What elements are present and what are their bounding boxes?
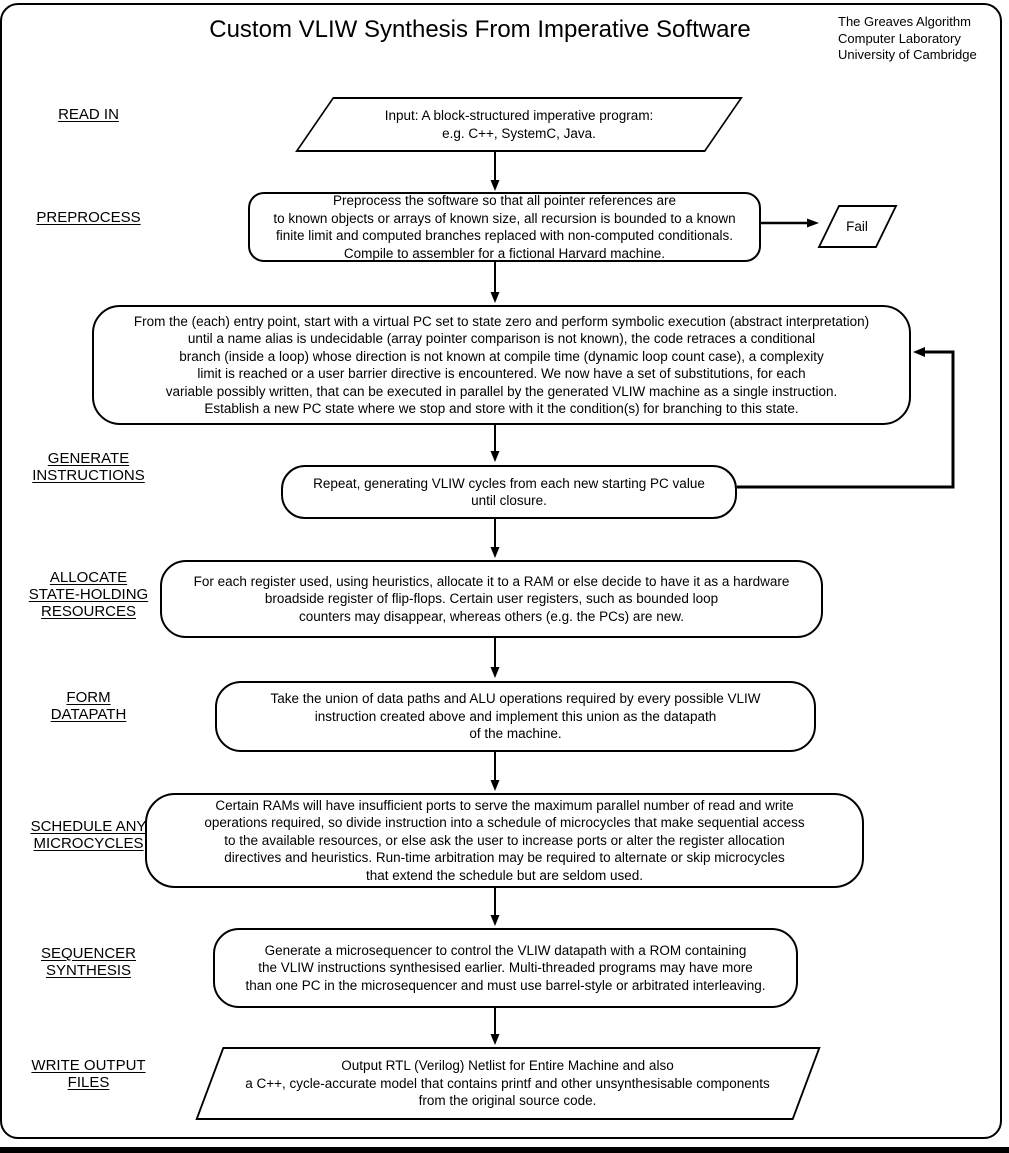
flow-node-form-datapath: Take the union of data paths and ALU ope… bbox=[215, 681, 816, 752]
node-text-line: a C++, cycle-accurate model that contain… bbox=[245, 1075, 770, 1091]
stage-label-line: INSTRUCTIONS bbox=[32, 467, 145, 484]
node-text-line: branch (inside a loop) whose direction i… bbox=[179, 348, 824, 364]
node-text-line: limit is reached or a user barrier direc… bbox=[197, 366, 806, 381]
flow-node-symbolic-execution: From the (each) entry point, start with … bbox=[92, 305, 911, 425]
node-text-line: Take the union of data paths and ALU ope… bbox=[270, 691, 761, 707]
stage-label-line: SCHEDULE ANY bbox=[30, 818, 147, 835]
node-text-line: broadside register of flip-flops. Certai… bbox=[264, 591, 719, 607]
node-text-line: than one PC in the microsequencer and mu… bbox=[245, 977, 766, 993]
node-text-line: counters may disappear, whereas others (… bbox=[299, 608, 684, 624]
node-text-line: Compile to assembler for a fictional Har… bbox=[343, 245, 666, 261]
credit-line: University of Cambridge bbox=[838, 47, 977, 62]
stage-label-generate-instructions: GENERATE INSTRUCTIONS bbox=[6, 450, 171, 484]
node-text-line: until closure. bbox=[471, 493, 547, 508]
node-text-line: from the original source code. bbox=[418, 1093, 597, 1109]
node-text-line: Preprocess the software so that all poin… bbox=[333, 193, 676, 208]
node-text-line: From the (each) entry point, start with … bbox=[133, 313, 870, 329]
flow-node-repeat: Repeat, generating VLIW cycles from each… bbox=[281, 465, 737, 519]
node-text-line: Output RTL (Verilog) Netlist for Entire … bbox=[341, 1058, 674, 1074]
node-text-line: that extend the schedule but are seldom … bbox=[366, 867, 643, 883]
flow-node-schedule-microcycles: Certain RAMs will have insufficient port… bbox=[145, 793, 864, 888]
flow-node-fail: Fail bbox=[817, 205, 897, 248]
node-text-line: until a name alias is undecidable (array… bbox=[187, 331, 816, 346]
stage-label-line: PREPROCESS bbox=[36, 209, 141, 226]
node-text-line: operations required, so divide instructi… bbox=[204, 815, 805, 831]
node-text-line: Generate a microsequencer to control the… bbox=[264, 942, 747, 958]
node-text-line: Input: A block-structured imperative pro… bbox=[384, 108, 654, 123]
diagram-title: Custom VLIW Synthesis From Imperative So… bbox=[209, 16, 751, 43]
stage-label-schedule-microcycles: SCHEDULE ANY MICROCYCLES bbox=[6, 818, 171, 852]
stage-label-line: DATAPATH bbox=[50, 706, 127, 723]
stage-label-line: MICROCYCLES bbox=[33, 835, 144, 852]
stage-label-write-output-files: WRITE OUTPUT FILES bbox=[6, 1057, 171, 1091]
stage-label-line: STATE-HOLDING bbox=[28, 586, 149, 603]
node-text-line: to the available resources, or else ask … bbox=[224, 832, 785, 848]
node-text-line: Repeat, generating VLIW cycles from each… bbox=[313, 475, 705, 491]
page-border bbox=[0, 3, 1002, 1139]
node-text-line: variable possibly written, that can be e… bbox=[165, 383, 838, 399]
node-text-line: Certain RAMs will have insufficient port… bbox=[215, 797, 794, 813]
credit-line: Computer Laboratory bbox=[838, 30, 961, 46]
credit-block: The Greaves Algorithm Computer Laborator… bbox=[838, 14, 977, 64]
stage-label-line: SYNTHESIS bbox=[45, 962, 132, 979]
stage-label-form-datapath: FORM DATAPATH bbox=[6, 689, 171, 723]
stage-label-line: GENERATE bbox=[47, 450, 130, 467]
node-text-line: instruction created above and implement … bbox=[314, 708, 717, 724]
stage-label-line: ALLOCATE bbox=[49, 569, 128, 586]
node-text-line: Fail bbox=[846, 218, 868, 234]
stage-label-sequencer-synthesis: SEQUENCER SYNTHESIS bbox=[6, 945, 171, 979]
node-text-line: For each register used, using heuristics… bbox=[193, 573, 790, 589]
stage-label-line: SEQUENCER bbox=[40, 945, 137, 962]
flow-node-output-files: Output RTL (Verilog) Netlist for Entire … bbox=[194, 1047, 821, 1120]
node-text-line: directives and heuristics. Run-time arbi… bbox=[224, 850, 785, 866]
stage-label-read-in: READ IN bbox=[6, 106, 171, 123]
node-text-line: finite limit and computed branches repla… bbox=[275, 228, 733, 243]
stage-label-line: RESOURCES bbox=[40, 603, 137, 620]
node-text-line: e.g. C++, SystemC, Java. bbox=[442, 125, 596, 141]
credit-line: The Greaves Algorithm bbox=[838, 14, 971, 29]
stage-label-line: READ IN bbox=[58, 106, 119, 123]
stage-label-line: FORM bbox=[66, 689, 111, 706]
node-text-line: to known objects or arrays of known size… bbox=[273, 210, 736, 226]
bottom-bar bbox=[0, 1147, 1009, 1153]
flow-node-allocate-resources: For each register used, using heuristics… bbox=[160, 560, 823, 638]
flow-node-sequencer-synthesis: Generate a microsequencer to control the… bbox=[213, 928, 798, 1008]
node-text-line: Establish a new PC state where we stop a… bbox=[204, 401, 799, 416]
flow-node-preprocess: Preprocess the software so that all poin… bbox=[248, 192, 761, 262]
stage-label-allocate-resources: ALLOCATE STATE-HOLDING RESOURCES bbox=[6, 569, 171, 620]
stage-label-line: FILES bbox=[67, 1074, 110, 1091]
flow-node-input: Input: A block-structured imperative pro… bbox=[295, 97, 743, 152]
node-text-line: the VLIW instructions synthesised earlie… bbox=[258, 960, 753, 976]
stage-label-line: WRITE OUTPUT bbox=[31, 1057, 146, 1074]
stage-label-preprocess: PREPROCESS bbox=[6, 209, 171, 226]
node-text-line: of the machine. bbox=[469, 726, 562, 742]
